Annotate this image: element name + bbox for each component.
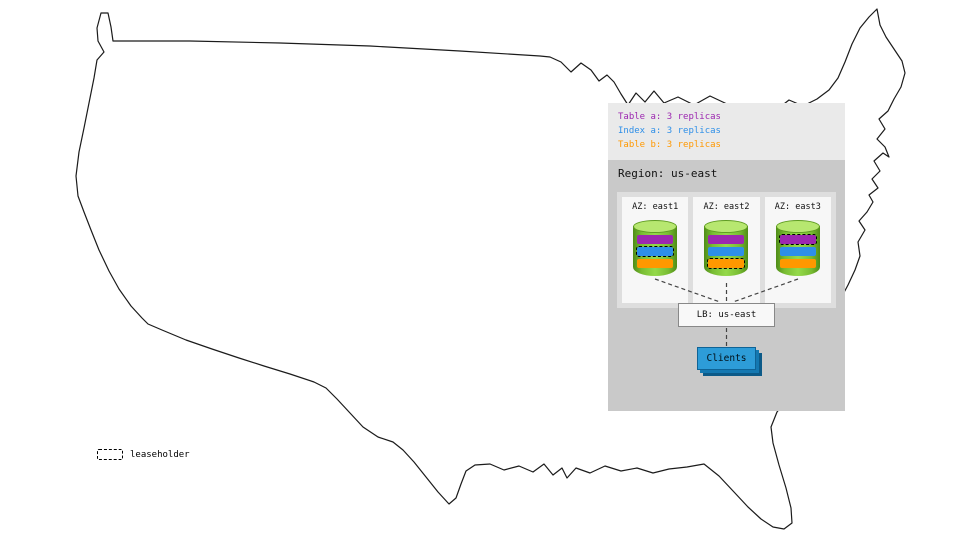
region-label: Region: us-east: [618, 167, 718, 180]
az-box-east2: AZ: east2: [693, 197, 760, 303]
legend-item-table-b: Table b: 3 replicas: [618, 140, 721, 150]
legend-item-index-a: Index a: 3 replicas: [618, 126, 721, 136]
cylinder-top: [704, 220, 749, 233]
replica-bar-table-a: [778, 234, 817, 245]
replica-bar-table-b: [637, 259, 674, 268]
load-balancer-box: LB: us-east: [678, 303, 775, 327]
cylinder-top: [633, 220, 678, 233]
az-box-east3: AZ: east3: [764, 197, 831, 303]
leaseholder-swatch: [97, 449, 123, 460]
legend-item-table-a: Table a: 3 replicas: [618, 112, 721, 122]
replica-bar-table-a: [637, 235, 674, 244]
replica-bar-table-b: [707, 258, 746, 269]
replica-bar-index-a: [636, 246, 675, 257]
database-cylinder: [633, 220, 678, 276]
leaseholder-label: leaseholder: [130, 449, 190, 460]
database-cylinder: [775, 220, 820, 276]
az-label: AZ: east2: [703, 202, 750, 212]
clients-box: Clients: [697, 347, 756, 370]
region-diagram-panel: Table a: 3 replicas Index a: 3 replicas …: [608, 103, 845, 411]
replica-legend: Table a: 3 replicas Index a: 3 replicas …: [608, 103, 845, 160]
replica-bar-index-a: [708, 247, 745, 256]
replica-bar-index-a: [779, 247, 816, 256]
database-cylinder: [704, 220, 749, 276]
replica-bar-table-b: [779, 259, 816, 268]
az-box-east1: AZ: east1: [622, 197, 689, 303]
az-container: AZ: east1 AZ: east2 AZ: east3: [617, 192, 836, 308]
replica-bar-table-a: [708, 235, 745, 244]
az-label: AZ: east1: [632, 202, 679, 212]
leaseholder-legend: leaseholder: [97, 449, 190, 460]
cylinder-top: [775, 220, 820, 233]
az-label: AZ: east3: [774, 202, 821, 212]
